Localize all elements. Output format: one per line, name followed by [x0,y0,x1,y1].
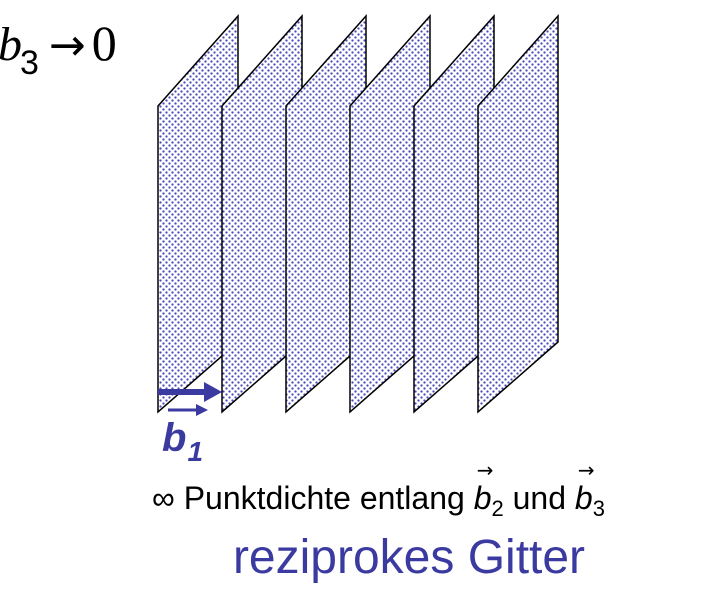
vector-b3-subscript: 3 [592,496,605,521]
formula-base: b [0,18,22,71]
limit-formula: b3→0 [0,15,117,80]
b1-label: b1 [162,416,203,466]
vector-b2-arrow: → [476,458,494,482]
vector-b2-base: b [473,480,492,516]
infinity-symbol: ∞ [152,480,175,516]
b1-label-base: b [162,416,187,460]
caption-text: Punktdichte entlang [183,480,465,516]
formula-arrow: → [48,20,86,71]
vector-b2-subscript: 2 [491,496,504,521]
vector-b3-arrow: → [577,458,595,482]
formula-subscript: 3 [20,44,39,82]
b1-label-arrow [168,404,208,416]
b1-vector-arrow [158,382,222,402]
lattice-plane [477,14,559,414]
b1-label-subscript: 1 [187,436,204,467]
formula-limit: 0 [91,15,117,71]
vector-b2: →b2 [473,460,504,520]
vector-b3-base: b [574,480,593,516]
density-caption: ∞ Punktdichte entlang →b2 und →b3 [152,460,605,520]
caption-conjunction: und [512,480,567,516]
vector-b3: →b3 [574,460,605,520]
diagram-title: reziprokes Gitter [232,531,586,584]
